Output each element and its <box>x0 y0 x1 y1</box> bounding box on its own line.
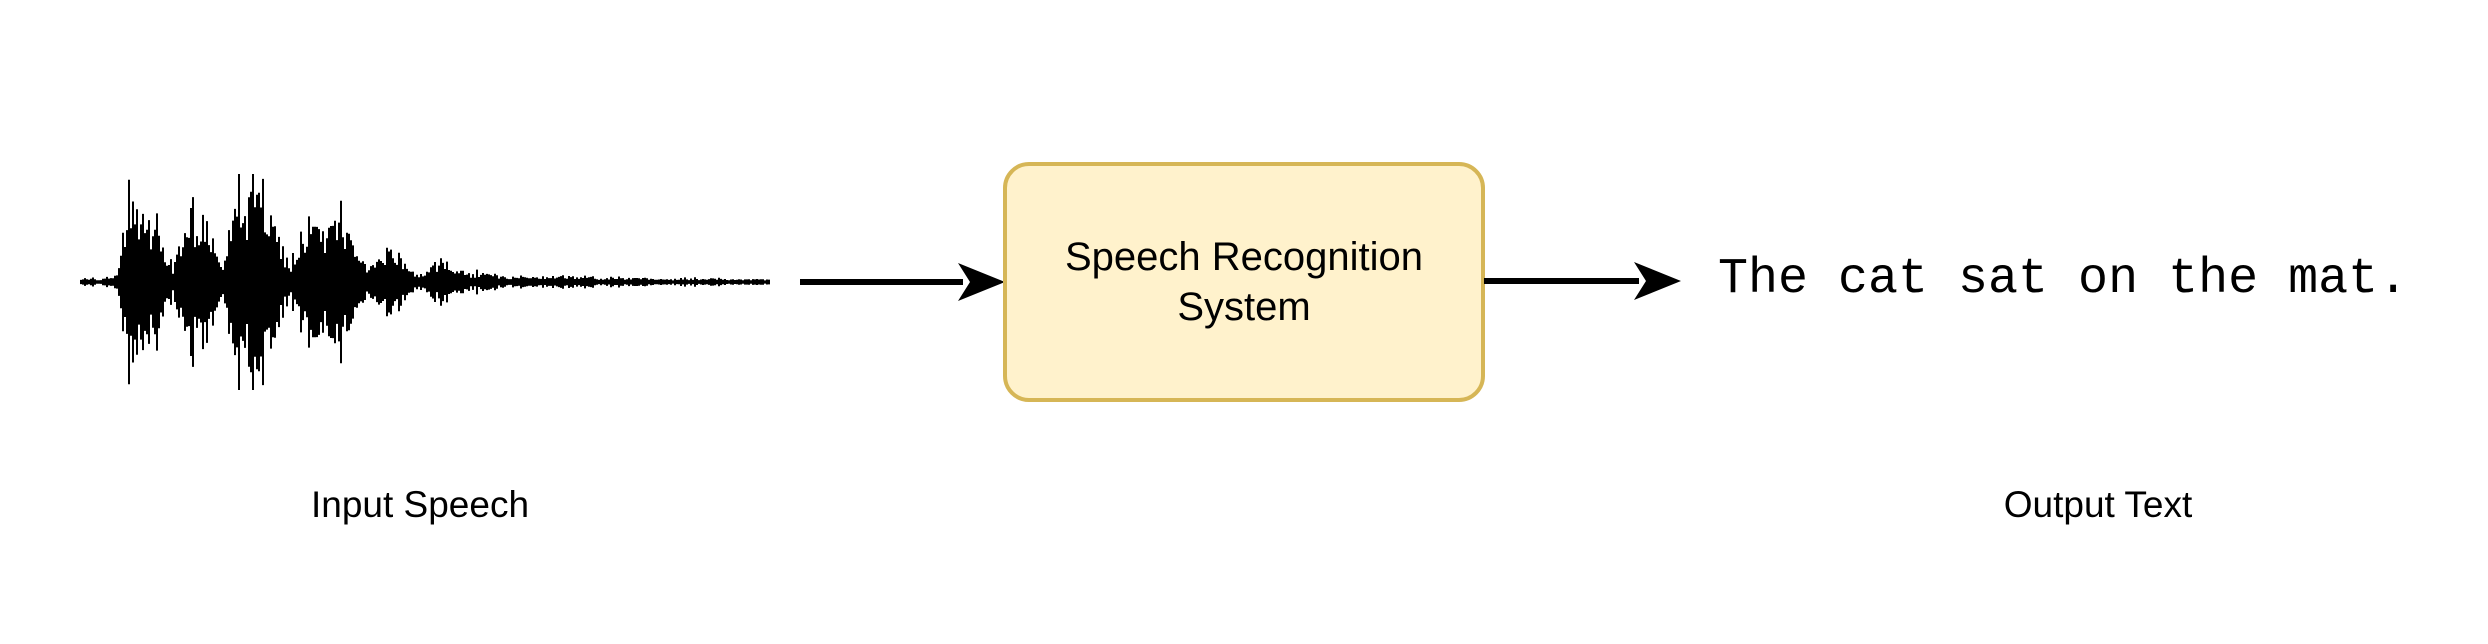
system-node-label: Speech Recognition System <box>1064 235 1424 329</box>
waveform-bars <box>80 174 770 390</box>
output-text-caption: Output Text <box>2003 484 2193 525</box>
output-sentence: The cat sat on the mat. <box>1718 251 2409 308</box>
arrow-input-to-system <box>800 263 1005 301</box>
arrow-system-to-output <box>1484 262 1681 300</box>
speech-waveform-graphic <box>80 174 770 390</box>
speech-recognition-system-node: Speech Recognition System <box>1003 162 1485 402</box>
input-speech-caption: Input Speech <box>310 484 530 525</box>
